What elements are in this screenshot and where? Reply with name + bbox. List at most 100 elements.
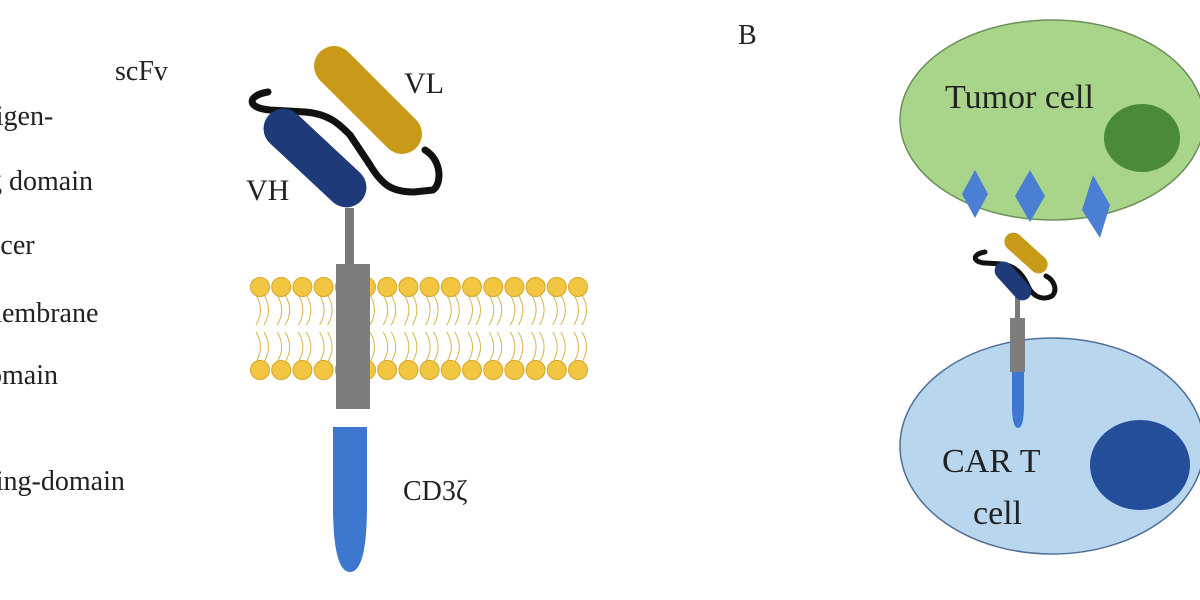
transmembrane-domain xyxy=(336,264,370,409)
lipid-head xyxy=(546,277,567,297)
lipid-tail xyxy=(263,294,269,326)
panel-a: tigen- g domain acer nembrane omain ling… xyxy=(0,46,588,572)
lipid-tail xyxy=(517,331,524,363)
lipid-tail xyxy=(446,294,452,326)
lipid-head xyxy=(292,277,313,297)
antigen-right xyxy=(1082,175,1110,238)
lipid-head xyxy=(462,360,482,380)
lipid-tail xyxy=(425,294,431,326)
lipid-tail xyxy=(297,331,304,363)
lipid-tail xyxy=(276,294,283,326)
lipid-tail xyxy=(475,331,481,363)
lipid-tail xyxy=(425,331,431,363)
lipid-tail xyxy=(382,331,389,363)
lipid-head xyxy=(313,360,334,380)
lipid-tail xyxy=(517,294,524,326)
antigen-middle xyxy=(1015,170,1045,222)
lipid-head xyxy=(419,360,440,380)
left-label-transmembrane: nembrane xyxy=(0,298,98,329)
linker xyxy=(248,88,443,196)
lipid-tail xyxy=(305,294,312,326)
lipid-tail xyxy=(433,294,439,326)
small-car-vl xyxy=(1004,232,1048,274)
tumor-nucleus xyxy=(1104,104,1180,172)
lipid-tail xyxy=(319,294,325,326)
lipid-head xyxy=(313,277,334,297)
small-car-hinge xyxy=(1015,293,1020,321)
lipid-tail xyxy=(390,294,397,326)
lipid-tail xyxy=(297,294,304,326)
lipid-tail xyxy=(475,294,481,326)
vl-label: VL xyxy=(404,67,444,100)
tumor-cell-label: Tumor cell xyxy=(945,79,1094,116)
panel-b-letter: B xyxy=(738,20,757,51)
cd3z-domain xyxy=(333,427,367,572)
lipid-head xyxy=(525,277,546,297)
car-t-nucleus xyxy=(1090,420,1190,510)
lipid-head xyxy=(250,277,270,297)
lipid-head xyxy=(462,277,482,297)
lipid-tail xyxy=(509,331,516,363)
lipid-tail xyxy=(581,294,587,326)
lipid-tail xyxy=(403,331,410,363)
lipid-tail xyxy=(411,294,418,326)
lipid-tail xyxy=(319,331,325,363)
lipid-bilayer xyxy=(250,277,588,380)
lipid-head xyxy=(504,277,525,297)
lipid-head xyxy=(292,360,313,380)
lipid-tail xyxy=(403,294,410,326)
lipid-tail xyxy=(509,294,516,326)
lipid-head xyxy=(483,360,504,380)
lipid-tail xyxy=(369,331,375,363)
vh-domain xyxy=(263,108,367,208)
lipid-tail xyxy=(467,331,473,363)
lipid-tail xyxy=(573,294,579,326)
vl-domain xyxy=(314,46,422,154)
lipid-tail xyxy=(276,331,283,363)
left-label-binding-domain: g domain xyxy=(0,166,93,197)
lipid-tail xyxy=(560,331,566,363)
car-t-label-line2: cell xyxy=(973,495,1022,532)
lipid-tail xyxy=(496,331,503,363)
lipid-tail xyxy=(581,331,587,363)
lipid-head xyxy=(483,277,504,297)
lipid-tail xyxy=(531,294,537,326)
small-car-vh xyxy=(994,261,1032,301)
lipid-tail xyxy=(488,294,495,326)
lipid-tail xyxy=(573,331,579,363)
left-label-signaling-domain: ling-domain xyxy=(0,466,125,497)
lipid-tail xyxy=(552,331,558,363)
lipid-tail xyxy=(369,294,375,326)
lipid-head xyxy=(568,277,588,297)
lipid-tail xyxy=(560,294,566,326)
small-car-cd3z xyxy=(1012,372,1024,428)
left-label-antigen: tigen- xyxy=(0,101,53,132)
lipid-head xyxy=(271,277,292,297)
cd3z-label: CD3ζ xyxy=(403,476,468,507)
lipid-head xyxy=(377,277,398,297)
lipid-tail xyxy=(433,331,439,363)
lipid-tail xyxy=(327,331,333,363)
small-car-linker xyxy=(972,249,1058,301)
lipid-tail xyxy=(488,331,495,363)
panel-b: B Tumor cell CAR T cell xyxy=(738,19,1200,555)
lipid-tail xyxy=(531,331,537,363)
lipid-head xyxy=(250,360,270,380)
lipid-head xyxy=(440,360,461,380)
lipid-head xyxy=(398,277,419,297)
vh-label: VH xyxy=(246,174,289,207)
lipid-tail xyxy=(539,294,545,326)
hinge-spacer xyxy=(345,208,354,266)
lipid-head xyxy=(546,360,567,380)
lipid-tail xyxy=(411,331,418,363)
lipid-tail xyxy=(390,331,397,363)
lipid-head xyxy=(568,360,588,380)
lipid-tail xyxy=(496,294,503,326)
lipid-head xyxy=(419,277,440,297)
lipid-tail xyxy=(446,331,452,363)
lipid-tail xyxy=(305,331,312,363)
antigen-left xyxy=(962,170,988,218)
lipid-tail xyxy=(284,331,291,363)
scfv-label: scFv xyxy=(115,56,168,87)
